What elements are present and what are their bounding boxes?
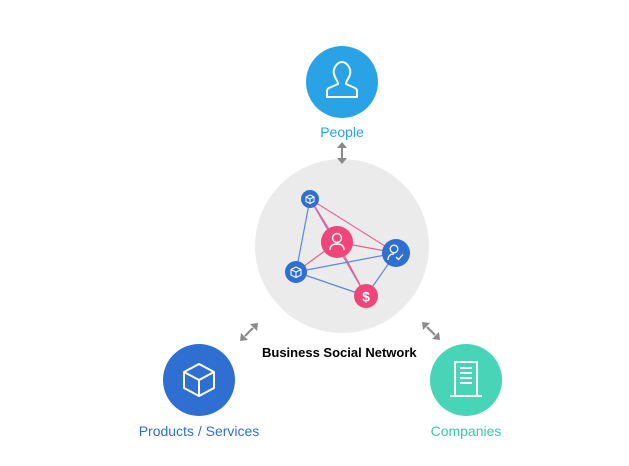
building-icon — [450, 361, 482, 397]
people-node — [306, 46, 378, 118]
double-arrow-icon — [337, 142, 347, 164]
person-check-icon — [387, 244, 404, 261]
products-services-label: Products / Services — [138, 423, 260, 439]
people-label: People — [320, 124, 364, 140]
double-arrow-icon — [422, 322, 440, 340]
cube-icon — [183, 363, 215, 397]
hub-node-payment: $ — [354, 284, 378, 308]
person-icon — [329, 232, 345, 251]
dollar-icon: $ — [362, 289, 370, 305]
hub-node-product-2 — [285, 261, 307, 283]
cube-icon — [290, 266, 302, 279]
companies-node — [430, 344, 502, 416]
hub-node-person — [321, 226, 353, 258]
hub-node-verified-person — [382, 239, 410, 267]
person-icon — [326, 61, 358, 98]
cube-icon — [305, 194, 315, 204]
double-arrow-icon — [240, 323, 258, 341]
hub-node-product — [301, 190, 319, 208]
companies-label: Companies — [430, 423, 502, 439]
hub-title: Business Social Network — [262, 345, 417, 360]
products-services-node — [163, 344, 235, 416]
